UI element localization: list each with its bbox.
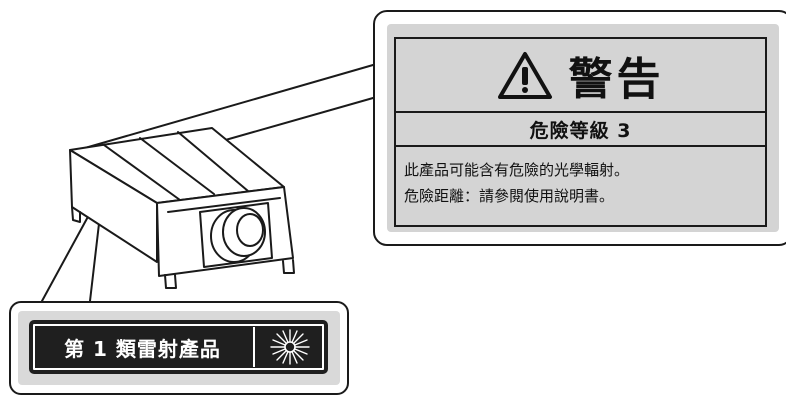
class-leader-line xyxy=(41,212,101,302)
warning-header: 警告 xyxy=(396,39,765,113)
class-1-laser-label: 第 1 類雷射產品 xyxy=(29,320,328,374)
class-label-text: 第 1 類雷射產品 xyxy=(64,336,221,361)
warning-triangle-icon xyxy=(497,52,552,99)
laser-symbol xyxy=(255,323,325,371)
warning-label: 警告 危險等級 3 此產品可能含有危險的光學輻射。 危險距離：請參閱使用說明書。 xyxy=(394,37,767,227)
warning-text: 此產品可能含有危險的光學輻射。 危險距離：請參閱使用說明書。 xyxy=(396,147,765,209)
class-label-callout: 第 1 類雷射產品 xyxy=(9,301,349,395)
laser-class-heading: 危險等級 3 xyxy=(396,113,765,147)
warning-label-callout: 警告 危險等級 3 此產品可能含有危險的光學輻射。 危險距離：請參閱使用說明書。 xyxy=(373,10,786,246)
warning-line: 危險距離：請參閱使用說明書。 xyxy=(404,187,615,205)
warning-title: 警告 xyxy=(568,54,665,105)
warning-line: 此產品可能含有危險的光學輻射。 xyxy=(404,161,630,179)
class-label-divider xyxy=(253,327,255,367)
laser-radiation-icon xyxy=(270,329,310,365)
